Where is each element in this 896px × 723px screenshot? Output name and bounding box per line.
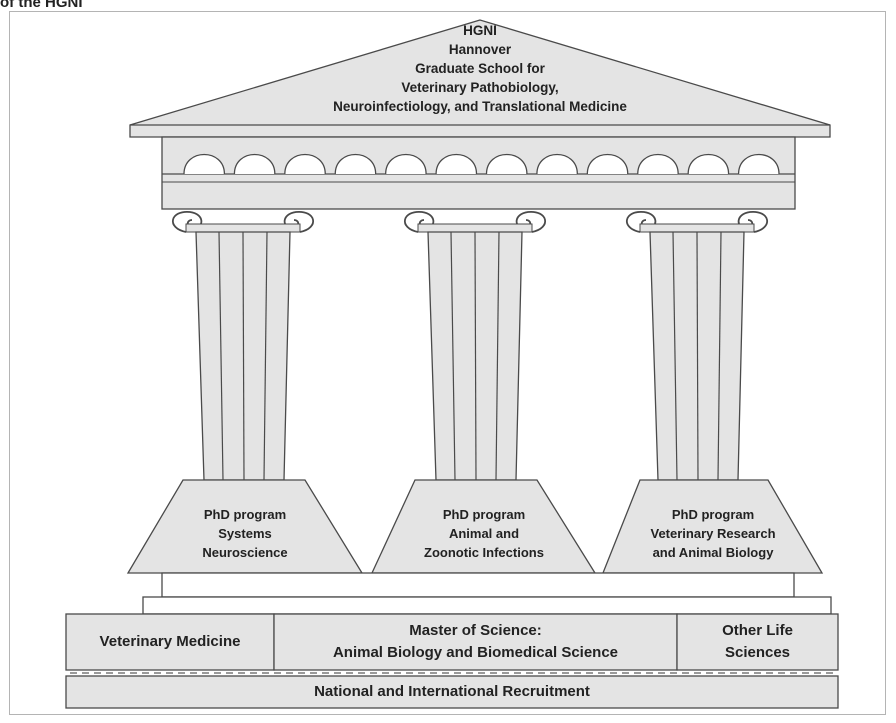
foundation-box-other (676, 613, 839, 671)
figure-caption: of the HGNI (0, 0, 83, 11)
frieze-arch (183, 153, 226, 175)
step-lower (142, 596, 832, 615)
frieze-arch (485, 153, 528, 175)
column-left (126, 211, 364, 574)
pediment-line-field-2: Neuroinfectiology, and Translational Med… (333, 99, 627, 114)
foundation-recruitment (65, 675, 839, 709)
program-label-infections: PhD program Animal and Zoonotic Infectio… (424, 507, 544, 560)
step-upper (161, 572, 795, 598)
frieze-arch (385, 153, 427, 175)
frieze-arch (586, 153, 629, 175)
foundation-label-recruitment: National and International Recruitment (314, 683, 590, 700)
column-center (370, 211, 597, 574)
frieze-arches (183, 153, 780, 175)
frieze-arch (536, 153, 578, 175)
foundation-box-master (273, 613, 678, 671)
pediment-title: HGNI Hannover Graduate School for Veteri… (270, 21, 690, 116)
pediment-line-city: Hannover (448, 42, 512, 57)
program-label-neuroscience: PhD program Systems Neuroscience (202, 507, 288, 560)
foundation-label-master: Master of Science: Animal Biology and Bi… (332, 622, 619, 661)
frieze-arch (737, 153, 780, 175)
column-right (602, 211, 824, 574)
frieze-arch (284, 153, 326, 175)
frieze-arch (435, 153, 478, 175)
foundation-box-veterinary (65, 613, 275, 671)
frieze-arch (334, 153, 377, 175)
pediment-line-school: Graduate School for (415, 61, 545, 76)
foundation-label-veterinary: Veterinary Medicine (99, 633, 241, 650)
pediment-line-field-1: Veterinary Pathobiology, (401, 80, 559, 95)
frieze-arch (687, 153, 730, 175)
frieze-arch (233, 153, 276, 175)
foundation-label-other: Other Life Sciences (722, 622, 793, 661)
diagram-frame (9, 11, 886, 715)
frieze-arch (637, 153, 679, 175)
program-label-veterinary-research: PhD program Veterinary Research and Anim… (650, 507, 776, 560)
pediment-line-acronym: HGNI (463, 23, 497, 38)
